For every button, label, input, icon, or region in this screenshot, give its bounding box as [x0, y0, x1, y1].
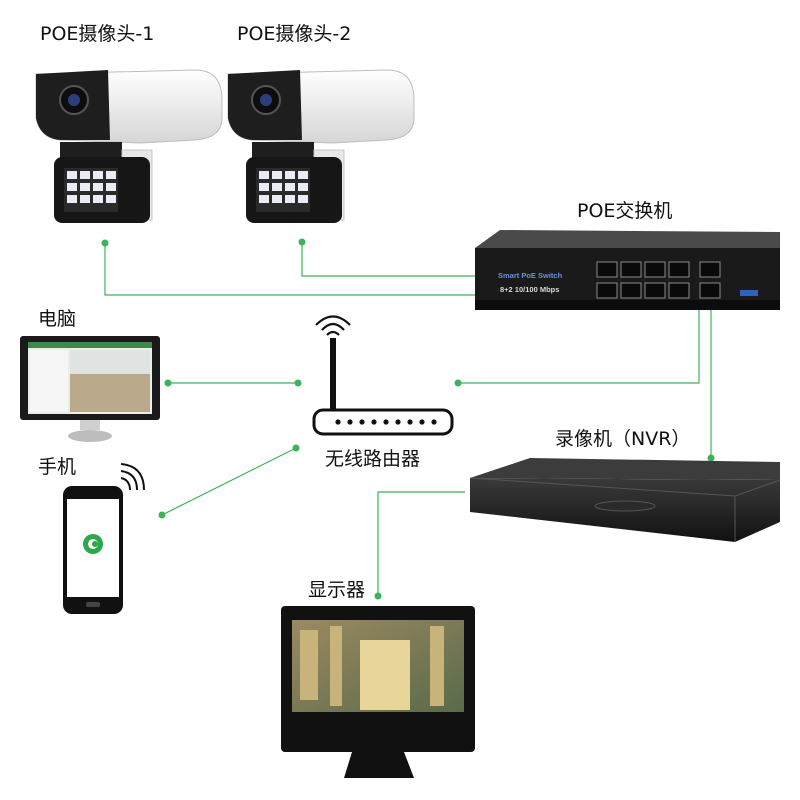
pc-icon [20, 336, 160, 442]
router-icon [314, 317, 452, 435]
poe-switch-icon: Smart PoE Switch 8+2 10/100 Mbps [475, 230, 780, 310]
link-monitor-nvr [378, 492, 465, 596]
nvr-icon [470, 458, 780, 542]
phone-icon [63, 464, 144, 614]
monitor-icon [281, 606, 475, 778]
link-router-switch [458, 300, 699, 383]
camera1-icon [36, 70, 222, 223]
switch-ports-text: 8+2 10/100 Mbps [500, 285, 559, 294]
switch-brand-text: Smart PoE Switch [498, 271, 563, 280]
link-phone-router [162, 448, 296, 515]
camera2-icon [228, 70, 414, 223]
